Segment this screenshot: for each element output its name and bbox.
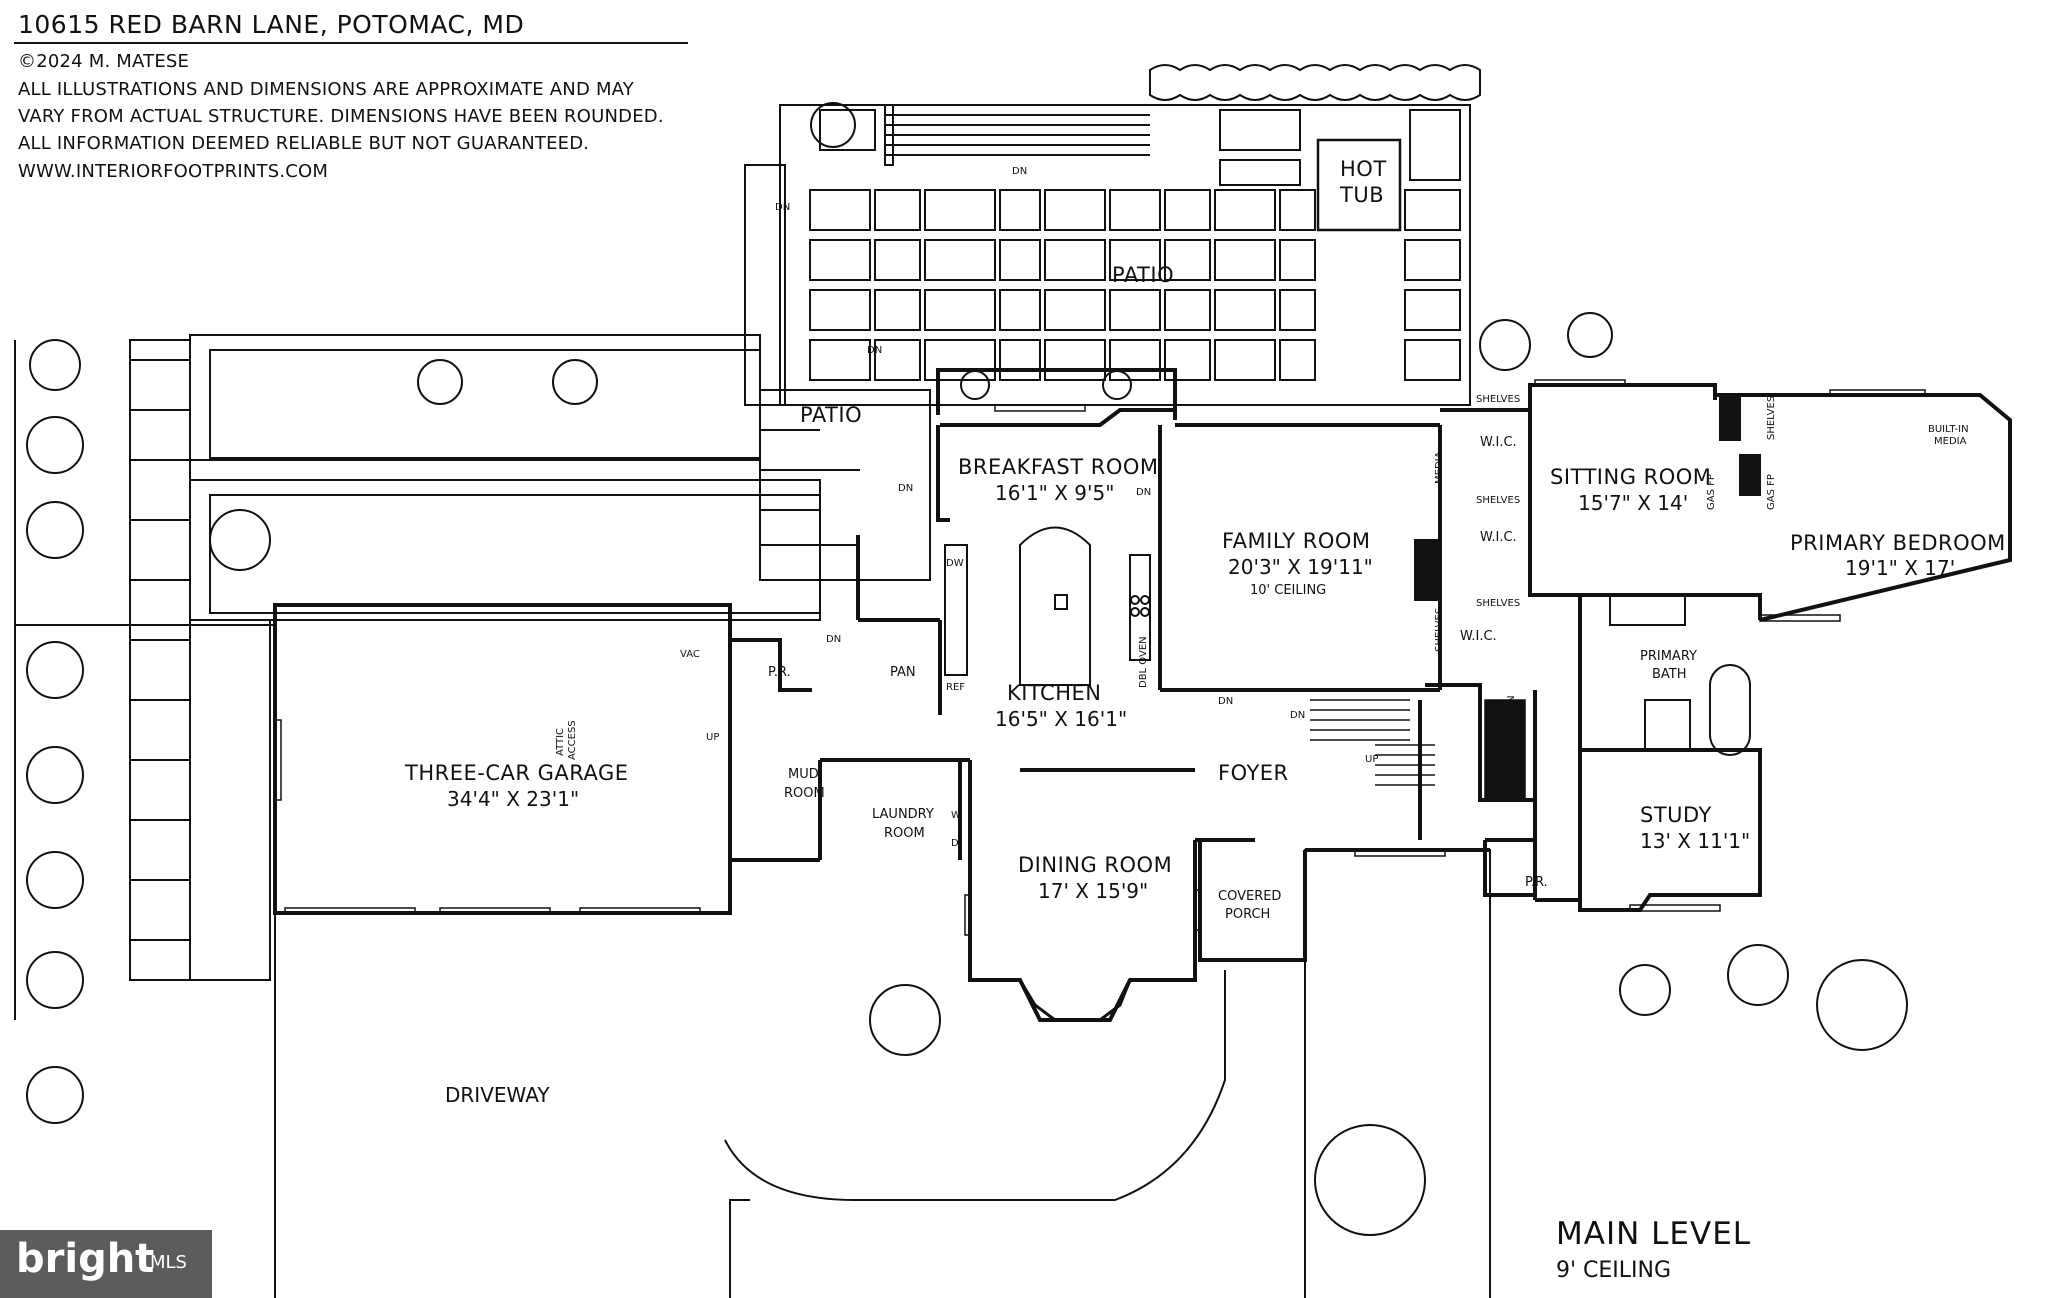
label-study-dims: 13' X 11'1" — [1640, 829, 1750, 853]
label-shelves-2: SHELVES — [1476, 495, 1520, 506]
label-dbl-oven: DBL OVEN — [1138, 636, 1149, 688]
label-up-stairs: UP — [1365, 754, 1378, 765]
label-gas-fp-sitting: GAS FP — [1706, 474, 1717, 510]
label-primary-bath-2: BATH — [1652, 667, 1687, 682]
label-washer: W — [951, 810, 961, 821]
label-gas-fp-1: GAS — [1418, 542, 1439, 553]
label-dn-2: DN — [775, 202, 790, 213]
label-dn-5: DN — [826, 634, 841, 645]
label-wic-2: W.I.C. — [1480, 530, 1517, 545]
disclaimer-line-3: ALL INFORMATION DEEMED RELIABLE BUT NOT … — [18, 133, 590, 154]
label-primary-bath-1: PRIMARY — [1640, 649, 1697, 664]
level-ceiling: 9' CEILING — [1556, 1258, 1672, 1283]
fireplaces — [1414, 394, 1761, 601]
label-garage-name: THREE-CAR GARAGE — [404, 761, 629, 785]
label-shelves-bedroom: SHELVES — [1766, 396, 1777, 440]
label-foyer: FOYER — [1218, 761, 1289, 785]
label-attic-1: ATTIC — [555, 728, 566, 756]
label-porch-2: PORCH — [1225, 907, 1270, 922]
label-hot-tub-2: TUB — [1339, 183, 1384, 207]
label-vac: VAC — [680, 649, 700, 660]
disclaimer-line-2: VARY FROM ACTUAL STRUCTURE. DIMENSIONS H… — [18, 106, 664, 127]
primary-bath-fixtures — [1609, 594, 1751, 756]
left-hardscape — [14, 334, 931, 1020]
label-builtin-1: BUILT-IN — [1928, 424, 1969, 435]
header-address: 10615 RED BARN LANE, POTOMAC, MD — [18, 10, 525, 39]
label-shelves-v: SHELVES — [1434, 608, 1445, 652]
label-gas-fp-2: FP — [1422, 554, 1434, 565]
label-kitchen-name: KITCHEN — [1007, 681, 1102, 705]
label-sitting-name: SITTING ROOM — [1550, 465, 1711, 489]
label-laundry-1: LAUNDRY — [872, 807, 934, 822]
label-ref: REF — [946, 682, 965, 693]
label-laundry-2: ROOM — [884, 826, 925, 841]
kitchen-island — [944, 526, 1151, 686]
label-primary-bedroom-name: PRIMARY BEDROOM — [1790, 531, 2006, 555]
logo-suffix: MLS — [150, 1252, 187, 1273]
label-builtin-2: MEDIA — [1934, 436, 1967, 447]
logo-text: bright — [16, 1236, 155, 1282]
label-study-name: STUDY — [1640, 803, 1712, 827]
label-mud-2: ROOM — [784, 786, 825, 801]
label-mud-1: MUD — [788, 767, 819, 782]
label-porch-1: COVERED — [1218, 889, 1281, 904]
label-pantry: PAN — [890, 665, 916, 680]
label-dn-6: DN — [1136, 487, 1151, 498]
patio-upper — [744, 64, 1481, 406]
label-shelves-1: SHELVES — [1476, 394, 1520, 405]
label-family-dims: 20'3" X 19'11" — [1228, 555, 1373, 579]
label-kitchen-dims: 16'5" X 16'1" — [995, 707, 1127, 731]
header-copyright: ©2024 M. MATESE — [18, 51, 190, 72]
label-shelves-3: SHELVES — [1476, 598, 1520, 609]
label-up-garage: UP — [706, 732, 719, 743]
plan-labels: HOT TUB PATIO PATIO BREAKFAST ROOM 16'1"… — [404, 157, 2006, 1107]
label-primary-bedroom-dims: 19'1" X 17' — [1845, 556, 1955, 580]
level-title: MAIN LEVEL — [1556, 1216, 1752, 1252]
label-family-name: FAMILY ROOM — [1222, 529, 1371, 553]
label-garage-dims: 34'4" X 23'1" — [447, 787, 579, 811]
label-patio-main: PATIO — [1112, 263, 1174, 287]
label-gas-fp-bedroom: GAS FP — [1766, 474, 1777, 510]
label-dn-4: DN — [898, 483, 913, 494]
label-sitting-dims: 15'7" X 14' — [1578, 491, 1688, 515]
stairs — [1310, 699, 1526, 801]
label-dryer: D — [951, 838, 959, 849]
label-patio-small: PATIO — [800, 403, 862, 427]
label-dn-8: DN — [1290, 710, 1305, 721]
website: WWW.INTERIORFOOTPRINTS.COM — [18, 161, 329, 182]
label-hot-tub-1: HOT — [1340, 157, 1387, 181]
label-powder-2: P.R. — [1525, 875, 1548, 890]
label-dining-dims: 17' X 15'9" — [1038, 879, 1148, 903]
label-breakfast-name: BREAKFAST ROOM — [958, 455, 1159, 479]
bright-mls-logo: bright MLS — [0, 1230, 212, 1298]
landscaping — [26, 102, 1908, 1236]
header-rule — [14, 42, 688, 44]
label-builtin-v: BUILT-IN — [1506, 695, 1517, 736]
front-walk — [274, 849, 1491, 1298]
label-driveway: DRIVEWAY — [445, 1083, 550, 1107]
label-breakfast-dims: 16'1" X 9'5" — [995, 481, 1114, 505]
label-dn-1: DN — [1012, 166, 1027, 177]
label-powder-1: P.R. — [768, 665, 791, 680]
label-dw: DW — [946, 558, 964, 569]
label-dn-7: DN — [1218, 696, 1233, 707]
label-dn-3: DN — [867, 345, 882, 356]
label-media: MEDIA — [1434, 451, 1445, 484]
label-dining-name: DINING ROOM — [1018, 853, 1172, 877]
label-wic-3: W.I.C. — [1460, 629, 1497, 644]
label-attic-2: ACCESS — [567, 720, 578, 760]
label-family-note: 10' CEILING — [1250, 583, 1326, 598]
label-wic-1: W.I.C. — [1480, 435, 1517, 450]
disclaimer-line-1: ALL ILLUSTRATIONS AND DIMENSIONS ARE APP… — [18, 79, 634, 100]
